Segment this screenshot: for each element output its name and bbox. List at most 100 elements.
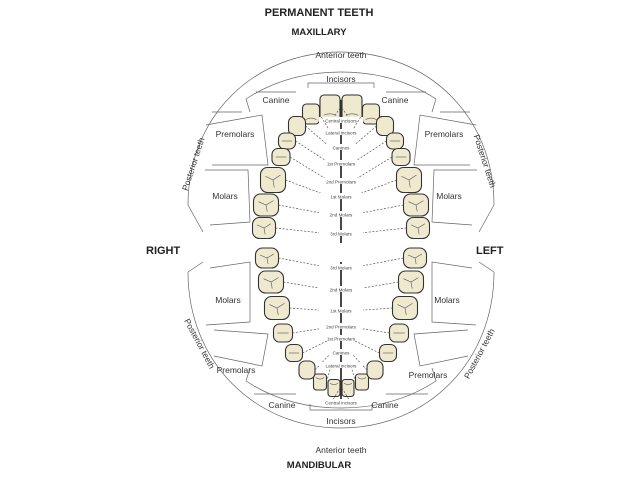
mandibular-anterior-label: Anterior teeth: [315, 445, 366, 455]
mandibular-left-molars-label: Molars: [434, 295, 460, 305]
mandibular-left-incisor-2-edge: [357, 377, 367, 380]
mandibular-left-incisor-1-tooth: [341, 378, 355, 398]
maxillary-left-molars-label: Molars: [436, 191, 462, 201]
maxillary-midline-label-7: 2nd Molars: [330, 213, 353, 218]
left-side-label: LEFT: [476, 245, 504, 257]
mandibular-midline-label-2: 2nd Molars: [330, 288, 353, 293]
mandibular-right-incisor-1-tooth: [327, 378, 341, 398]
maxillary-anterior-label: Anterior teeth: [315, 50, 366, 60]
maxillary-midline-label-6: 1st Molars: [330, 195, 352, 200]
diagram-title: PERMANENT TEETH: [264, 7, 374, 19]
mandibular-midline-label-4: 2nd Premolars: [326, 325, 357, 330]
maxillary-right-molar-6-fissure: [265, 174, 281, 188]
maxillary-right-incisor-2-edge: [305, 117, 317, 120]
mandibular-label-leader-5: [302, 338, 380, 354]
maxillary-midline-label-4: 1st Premolars: [327, 162, 356, 167]
maxillary-midline-label-5: 2nd Premolars: [326, 180, 357, 185]
mandibular-left-canine-3-tooth: [366, 360, 384, 380]
mandibular-right-canine-3-tooth: [298, 360, 316, 380]
midline: [275, 100, 407, 405]
maxillary-left-premolars-label: Premolars: [425, 129, 464, 139]
mandibular-label-leader-6: [314, 352, 368, 371]
mandibular-midline-label-6: Canines: [333, 351, 351, 356]
maxillary-label-bg-2: [319, 129, 363, 135]
maxillary-label-bg-3: [319, 144, 363, 150]
mandibular-left-incisor-2-tooth: [354, 373, 370, 391]
mandibular-left-molar-7-fissure: [403, 277, 419, 289]
maxillary-incisors-label: Incisors: [326, 74, 355, 84]
maxillary-label-bg-7: [319, 211, 363, 217]
mandibular-label-bg-6: [319, 349, 363, 355]
mandibular-label-bg-7: [319, 362, 363, 368]
teeth: [251, 94, 431, 398]
maxillary-label-bg-6: [319, 193, 363, 199]
maxillary-label-bg-1: [319, 117, 363, 123]
mandibular-right-molar-6-fissure: [269, 303, 285, 315]
mandibular-outer-frame: [187, 271, 495, 429]
mandibular-midline-label-5: 1st Premolars: [327, 337, 356, 342]
mandibular-label-bg-5: [319, 335, 363, 341]
mandibular-left-canine-label: Canine: [372, 400, 399, 410]
maxillary-premolar-brackets: [205, 114, 477, 166]
maxillary-left-molar-7-fissure: [408, 200, 424, 212]
mandibular-right-canine-label: Canine: [269, 400, 296, 410]
maxillary-left-posterior-label: Posterior teeth: [472, 133, 499, 189]
mandibular-right-molar-8-fissure: [259, 253, 275, 265]
maxillary-left-molar-6-fissure: [401, 174, 417, 188]
maxillary-molar-brackets: [205, 169, 477, 226]
mandibular-left-incisor-1-edge: [343, 382, 353, 386]
mandibular-label-bg-3: [319, 307, 363, 313]
maxillary-midline-label-1: Central incisors: [325, 119, 357, 124]
mandibular-incisor-bracket: [309, 404, 373, 411]
maxillary-label-bg-8: [319, 230, 363, 236]
mandibular-right-molar-7-fissure: [263, 277, 279, 289]
maxillary-right-molar-8-fissure: [256, 223, 272, 235]
right-side-label: RIGHT: [146, 245, 181, 257]
maxillary-outer-frame: [187, 51, 495, 206]
maxillary-midline-label-8: 3rd Molars: [330, 232, 352, 237]
mandibular-midline-label-3: 1st Molars: [330, 309, 352, 314]
mandibular-right-incisor-2-edge: [315, 377, 325, 380]
maxillary-left-canine-label: Canine: [382, 95, 409, 105]
maxillary-left-incisor-2-edge: [365, 117, 377, 120]
mandibular-left-premolars-label: Premolars: [409, 370, 448, 380]
mandibular-label-bg-4: [319, 323, 363, 329]
mandibular-label-bg-1: [319, 264, 363, 270]
mandibular-title: MANDIBULAR: [286, 460, 352, 471]
maxillary-left-molar-8-fissure: [410, 223, 426, 235]
maxillary-anterior-frame: [245, 71, 437, 100]
maxillary-incisor-bracket: [307, 82, 375, 88]
mandibular-right-incisor-1-edge: [329, 382, 339, 386]
mandibular-midline-label-7: Lateral incisors: [326, 364, 358, 369]
mandibular-label-bg-8: [319, 399, 363, 405]
maxillary-anterior-ticks: [245, 98, 437, 113]
mandibular-premolar-brackets: [213, 329, 469, 367]
maxillary-right-premolars-label: Premolars: [216, 129, 255, 139]
maxillary-right-molar-7-fissure: [258, 200, 274, 212]
maxillary-label-bg-4: [319, 160, 363, 166]
mandibular-anterior-frame: [245, 380, 437, 409]
maxillary-midline-label-3: Canines: [333, 146, 351, 151]
mandibular-left-posterior-label: Posterior teeth: [462, 327, 497, 381]
group-brackets: [187, 51, 495, 429]
mandibular-anterior-ticks: [245, 367, 437, 382]
mandibular-midline-label-1: 3rd Molars: [330, 266, 352, 271]
mandibular-midline-label-8: Central incisors: [325, 401, 357, 406]
mandibular-frame-ends: [187, 261, 495, 273]
maxillary-right-posterior-label: Posterior teeth: [180, 136, 207, 192]
maxillary-label-bg-5: [319, 178, 363, 184]
maxillary-right-canine-label: Canine: [263, 95, 290, 105]
maxillary-label-leader-5: [289, 156, 393, 183]
mandibular-right-incisor-2-tooth: [312, 373, 328, 391]
maxillary-title: MAXILLARY: [291, 27, 347, 38]
mandibular-left-molar-6-fissure: [397, 303, 413, 315]
mandibular-label-leader-7: [326, 365, 356, 383]
mandibular-left-molar-8-fissure: [407, 253, 423, 265]
maxillary-frame-ends: [187, 204, 495, 233]
mandibular-right-premolars-label: Premolars: [217, 365, 256, 375]
maxillary-label-leader-1: [330, 107, 352, 122]
maxillary-midline-label-2: Lateral incisors: [326, 131, 358, 136]
maxillary-right-molars-label: Molars: [212, 191, 238, 201]
mandibular-incisors-label: Incisors: [326, 416, 355, 426]
